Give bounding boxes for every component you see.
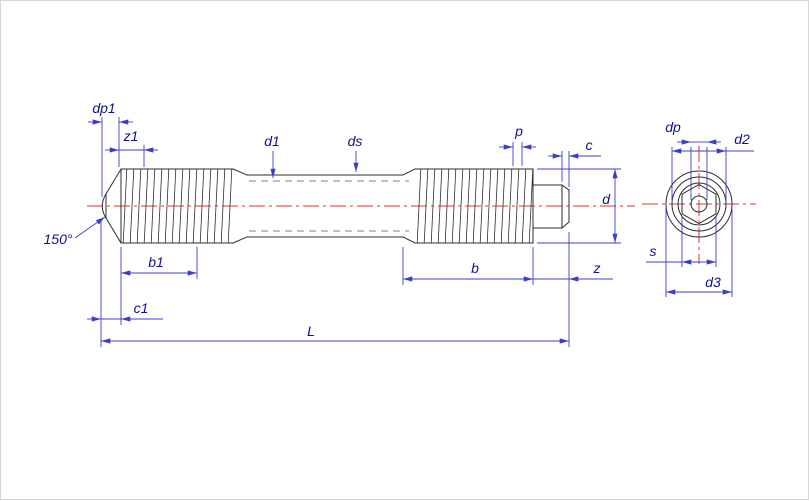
dim-z: z — [533, 260, 613, 282]
dim-L: L — [101, 232, 570, 347]
dim-label-b1: b1 — [148, 254, 164, 270]
dim-d2: d2 — [671, 131, 754, 201]
end-view-dp-circle — [690, 195, 708, 213]
dim-label-L: L — [307, 323, 315, 339]
dim-d3: d3 — [665, 208, 733, 297]
hex-socket — [681, 183, 717, 225]
thread-hatch-right — [415, 169, 533, 243]
dim-p: p — [499, 123, 536, 166]
side-view — [101, 168, 570, 244]
dim-dp1: dp1 — [88, 100, 133, 197]
end-view-outer-circle — [665, 170, 733, 238]
dim-label-c: c — [586, 137, 593, 153]
dim-label-s: s — [650, 243, 657, 259]
thread-hatch-left — [121, 169, 233, 243]
dim-c: c — [548, 137, 601, 187]
dim-angle-150: 150° — [44, 216, 106, 247]
dim-label-z: z — [593, 260, 601, 276]
dim-label-angle: 150° — [44, 231, 73, 247]
dim-label-z1: z1 — [123, 128, 139, 144]
dim-d: d — [537, 168, 621, 244]
dim-c1: c1 — [87, 221, 163, 347]
shank-minor-diameter-lines — [249, 180, 409, 232]
dim-label-d1: d1 — [264, 133, 280, 149]
dim-label-dp: dp — [665, 119, 681, 135]
dim-label-d: d — [602, 191, 611, 207]
dim-z1: z1 — [105, 128, 158, 167]
dim-dp: dp — [665, 119, 721, 200]
dim-label-dp1: dp1 — [92, 100, 115, 116]
dim-label-p: p — [514, 123, 523, 139]
end-view — [665, 170, 733, 238]
end-view-d2-circle — [671, 176, 727, 232]
dog-point-outline — [532, 184, 570, 229]
dim-label-ds: ds — [348, 133, 363, 149]
dim-s: s — [646, 217, 717, 267]
dim-label-d2: d2 — [734, 131, 750, 147]
dim-b1: b1 — [120, 247, 198, 325]
dim-label-d3: d3 — [705, 274, 721, 290]
end-view-socket-circle — [677, 182, 721, 226]
dim-d1: d1 — [264, 133, 280, 178]
dim-label-c1: c1 — [134, 300, 149, 316]
dim-b: b — [402, 247, 534, 285]
dim-ds: ds — [348, 133, 363, 172]
dim-label-b: b — [471, 260, 479, 276]
